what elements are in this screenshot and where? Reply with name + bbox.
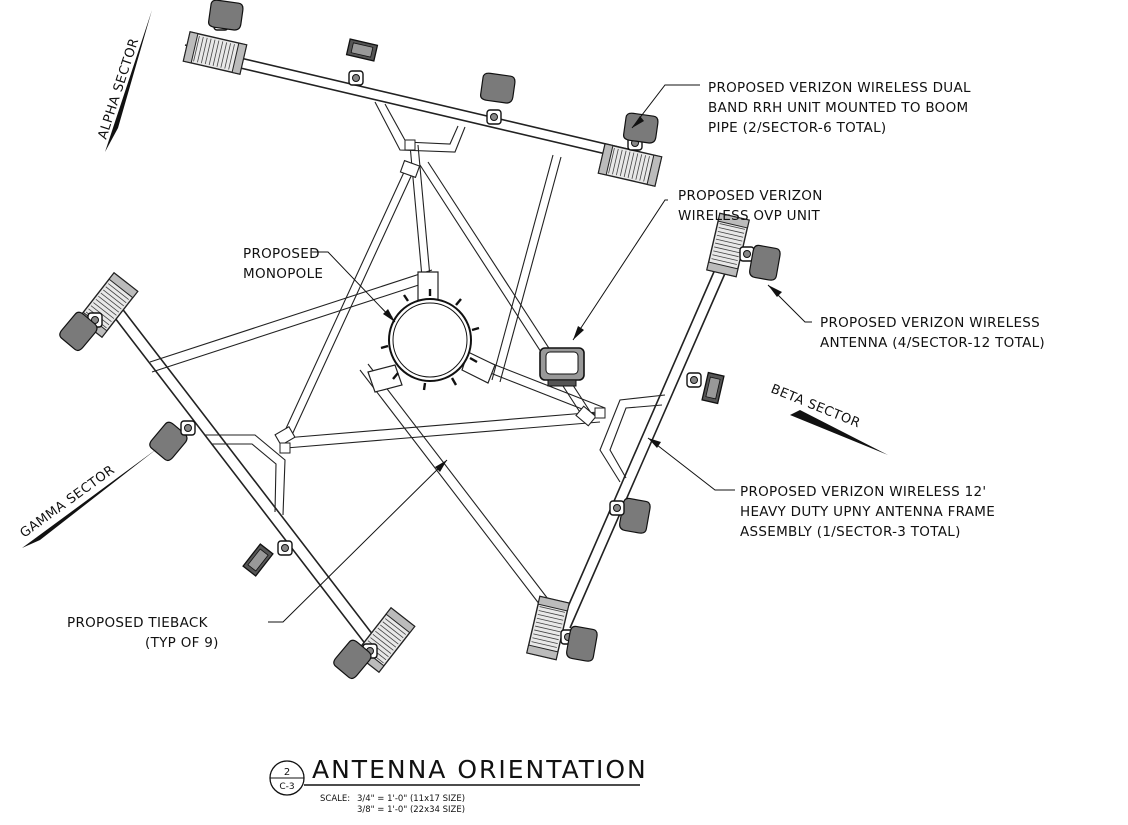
alpha-sector-label: ALPHA SECTOR <box>96 36 143 141</box>
title-block: 2 C-3 ANTENNA ORIENTATION SCALE: 3/4" = … <box>269 755 648 815</box>
scale-label: SCALE: <box>320 794 350 804</box>
tieback-label-line-1: PROPOSED TIEBACK <box>67 615 209 631</box>
sheet-number: C-3 <box>279 782 294 792</box>
antenna-label-line-1: PROPOSED VERIZON WIRELESS <box>820 315 1040 331</box>
tieback-callout: PROPOSED TIEBACK (TYP OF 9) <box>67 615 219 651</box>
frame-callout: PROPOSED VERIZON WIRELESS 12' HEAVY DUTY… <box>740 484 995 540</box>
rrh-label-line-1: PROPOSED VERIZON WIRELESS DUAL <box>708 80 971 96</box>
alpha-frame <box>184 44 641 163</box>
monopole-label-line-1: PROPOSED <box>243 246 320 262</box>
leaders <box>268 84 812 623</box>
ovp-callout: PROPOSED VERIZON WIRELESS OVP UNIT <box>678 188 823 224</box>
frame-label-line-2: HEAVY DUTY UPNY ANTENNA FRAME <box>740 504 995 520</box>
rrh-callout: PROPOSED VERIZON WIRELESS DUAL BAND RRH … <box>708 80 971 136</box>
ovp-label-line-1: PROPOSED VERIZON <box>678 188 823 204</box>
monopole-label-line-2: MONOPOLE <box>243 266 323 282</box>
ovp-label-line-2: WIRELESS OVP UNIT <box>678 208 821 224</box>
beta-frame <box>559 257 731 629</box>
rrh-label-line-2: BAND RRH UNIT MOUNTED TO BOOM <box>708 100 969 116</box>
beta-sector-arrow: BETA SECTOR <box>769 382 888 455</box>
monopole <box>367 271 496 393</box>
rrh-label-line-3: PIPE (2/SECTOR-6 TOTAL) <box>708 120 886 136</box>
detail-number: 2 <box>284 767 290 778</box>
frame-label-line-1: PROPOSED VERIZON WIRELESS 12' <box>740 484 986 500</box>
monopole-callout: PROPOSED MONOPOLE <box>243 246 323 282</box>
antenna-callout: PROPOSED VERIZON WIRELESS ANTENNA (4/SEC… <box>820 315 1045 351</box>
gamma-frame <box>104 297 381 651</box>
beta-antennas <box>526 212 782 663</box>
tiebacks <box>149 139 606 606</box>
gamma-sector-label: GAMMA SECTOR <box>18 463 118 542</box>
alpha-antennas <box>182 0 663 187</box>
alpha-sector-arrow: ALPHA SECTOR <box>96 10 152 152</box>
antenna-label-line-2: ANTENNA (4/SECTOR-12 TOTAL) <box>820 335 1045 351</box>
drawing-title: ANTENNA ORIENTATION <box>312 755 648 784</box>
scale-value-1: 3/4" = 1'-0" (11x17 SIZE) <box>357 794 465 804</box>
frame-label-line-3: ASSEMBLY (1/SECTOR-3 TOTAL) <box>740 524 961 540</box>
tieback-label-line-2: (TYP OF 9) <box>145 635 219 651</box>
scale-value-2: 3/8" = 1'-0" (22x34 SIZE) <box>357 805 465 815</box>
ovp-unit <box>539 347 585 387</box>
gamma-sector-arrow: GAMMA SECTOR <box>18 448 158 548</box>
